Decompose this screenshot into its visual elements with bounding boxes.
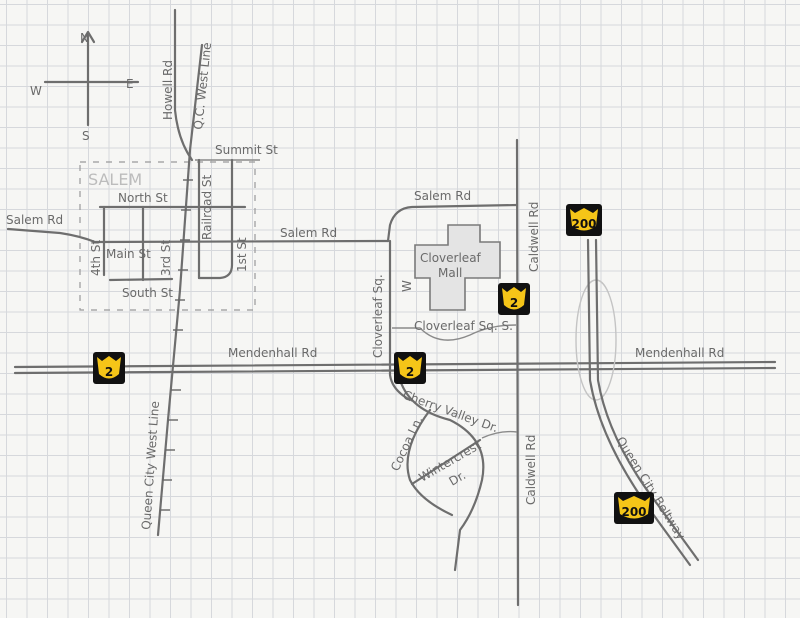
mall-label-2: Mall bbox=[438, 266, 462, 280]
compass-rose-icon: N S W E bbox=[30, 30, 140, 143]
summit-st-label: Summit St bbox=[215, 143, 278, 157]
route-shields: 2 2 2 200 200 bbox=[93, 204, 654, 524]
caldwell-rd bbox=[515, 138, 520, 607]
town-label: SALEM bbox=[88, 170, 142, 189]
howell-rd-label: Howell Rd bbox=[161, 60, 175, 120]
shield-route-number: 2 bbox=[105, 365, 113, 379]
queen-city-beltway-label: Queen City Beltway bbox=[613, 434, 688, 542]
mendenhall-rd-west-label: Mendenhall Rd bbox=[228, 346, 317, 360]
caldwell-rd-south-label: Caldwell Rd bbox=[524, 435, 538, 505]
salem-rd-west-label: Salem Rd bbox=[6, 213, 63, 227]
w-label: W bbox=[400, 280, 414, 292]
1st-st bbox=[197, 158, 234, 280]
wintercrest-label-2: Dr. bbox=[447, 468, 469, 489]
mall-label-1: Cloverleaf bbox=[420, 251, 482, 265]
3rd-st-label: 3rd St bbox=[159, 240, 173, 276]
salem-rd-east bbox=[386, 203, 519, 243]
cloverleaf-sq bbox=[388, 239, 412, 402]
cloverleaf-sq-s-label: Cloverleaf Sq. S. bbox=[414, 319, 513, 333]
south-st-label: South St bbox=[122, 286, 173, 300]
cloverleaf-sq-label: Cloverleaf Sq. bbox=[371, 274, 385, 358]
compass-south: S bbox=[82, 129, 90, 143]
mendenhall-rd-east-label: Mendenhall Rd bbox=[635, 346, 724, 360]
railroad-st-label: Railroad St bbox=[200, 174, 214, 240]
north-st-label: North St bbox=[118, 191, 168, 205]
cherry-valley-dr bbox=[398, 378, 485, 572]
qc-west-line-bottom-label: Queen City West Line bbox=[139, 401, 162, 531]
south-st bbox=[108, 277, 174, 282]
shield-route-number: 2 bbox=[406, 365, 414, 379]
cloverleaf-mall-building bbox=[414, 224, 501, 311]
shield-route-number: 200 bbox=[571, 217, 596, 231]
cloverleaf-sq-s bbox=[392, 324, 517, 341]
qc-west-line-top-label: Q.C. West Line bbox=[191, 42, 214, 131]
route-2-shield-icon: 2 bbox=[394, 352, 426, 384]
salem-rd-mid-label: Salem Rd bbox=[280, 226, 337, 240]
cherry-valley-connector bbox=[481, 430, 518, 439]
howell-rd bbox=[173, 8, 194, 162]
caldwell-rd-north-label: Caldwell Rd bbox=[527, 202, 541, 272]
route-2-shield-icon: 2 bbox=[93, 352, 125, 384]
compass-east: E bbox=[126, 77, 134, 91]
qc-west-line-railroad bbox=[156, 43, 204, 537]
railroad-ties bbox=[160, 179, 193, 511]
cocoa-ln bbox=[406, 408, 454, 517]
route-2-shield-icon: 2 bbox=[498, 283, 530, 315]
salem-rd-east-label: Salem Rd bbox=[414, 189, 471, 203]
wintercrest-dr bbox=[410, 438, 482, 486]
compass-west: W bbox=[30, 84, 42, 98]
route-200-shield-icon: 200 bbox=[614, 492, 654, 524]
main-st-label: Main St bbox=[106, 247, 151, 261]
4th-st-label: 4th St bbox=[89, 240, 103, 276]
salem-rd-west bbox=[6, 227, 390, 244]
route-200-shield-icon: 200 bbox=[566, 204, 602, 236]
1st-st-label: 1st St bbox=[235, 237, 249, 272]
shield-route-number: 200 bbox=[621, 505, 646, 519]
compass-north: N bbox=[80, 31, 89, 45]
shield-route-number: 2 bbox=[510, 296, 518, 310]
